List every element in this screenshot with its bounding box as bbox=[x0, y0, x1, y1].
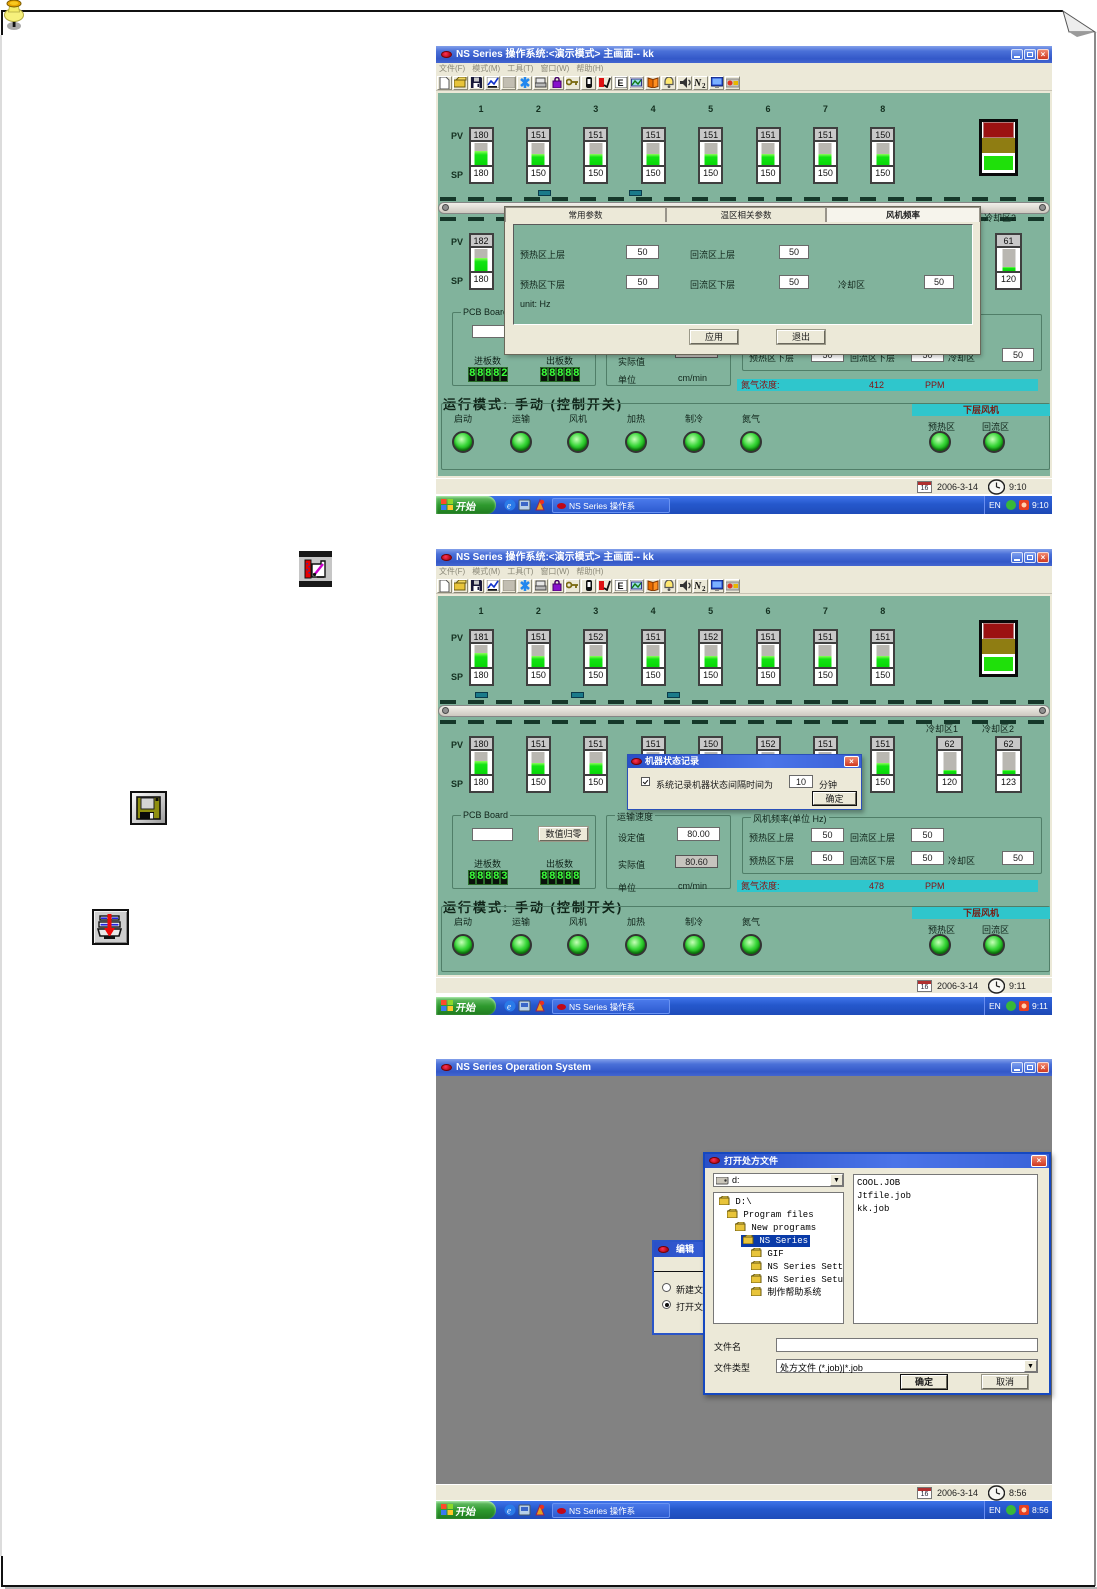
svg-text:e: e bbox=[507, 1506, 511, 1516]
svg-text:N: N bbox=[694, 581, 702, 591]
svg-text:e: e bbox=[507, 501, 511, 511]
svg-text:2: 2 bbox=[702, 82, 706, 88]
svg-text:e: e bbox=[507, 1002, 511, 1012]
svg-text:2: 2 bbox=[702, 585, 706, 591]
svg-text:E: E bbox=[617, 581, 623, 591]
svg-text:E: E bbox=[617, 78, 623, 88]
svg-text:N: N bbox=[694, 78, 702, 88]
